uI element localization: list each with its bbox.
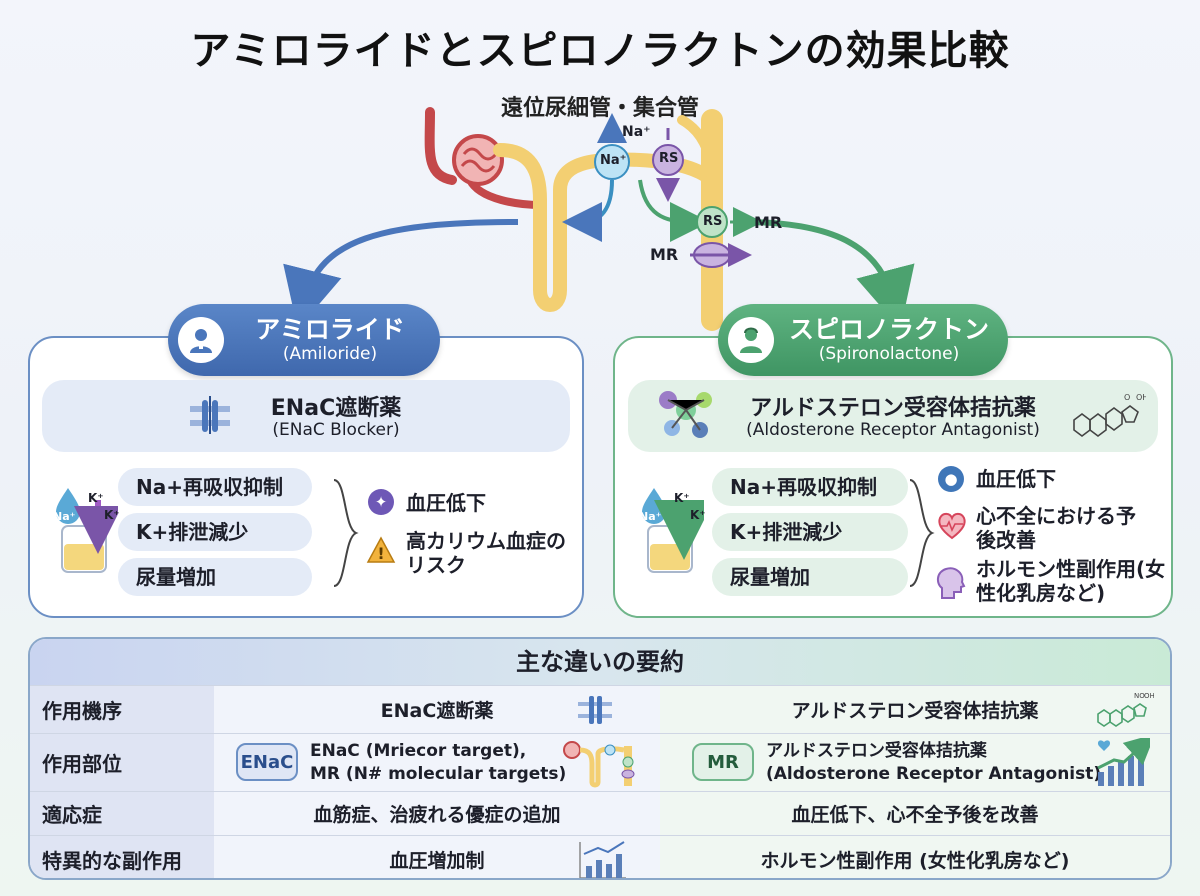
table-row: 適応症 血筋症、治疲れる優症の追加 血圧低下、心不全予後を改善 [30,791,1170,835]
rs-top-label: RS [659,151,679,166]
spironolactone-result-2: 心不全における予後改善 [976,504,1136,552]
spironolactone-site-line2: (Aldosterone Receptor Antagonist) [766,764,1102,784]
doctor-avatar-icon [178,317,224,363]
spironolactone-effect-3: 尿量増加 [712,558,908,596]
beaker-k1-label: K⁺ [88,491,104,505]
amiloride-site-line1: ENaC (Mriecor target), [310,741,527,761]
mr-tag: MR [692,743,754,781]
amiloride-cell: 血圧増加制 [214,836,660,878]
row-label: 作用機序 [30,686,214,733]
urine-beaker-icon [56,488,118,573]
beaker-na-label: Na⁺ [53,510,76,523]
bar-chart-icon [579,841,626,878]
beaker-right-k2-label: K⁺ [690,508,706,522]
row-label: 作用部位 [30,734,214,791]
table-row: 特異的な副作用 血圧増加制 ホルモン性副作用 (女性化乳房など) [30,835,1170,878]
mr-left-label: MR [650,245,679,264]
na-channel [594,144,630,180]
spironolactone-side-effect: ホルモン性副作用 (女性化乳房など) [760,849,1070,872]
spironolactone-result-1: 血圧低下 [976,467,1056,491]
head-profile-icon [936,567,966,599]
amiloride-name-en: (Amiloride) [282,344,378,364]
na-channel-label: Na⁺ [600,153,627,168]
amiloride-cell: ENaC遮断薬 [214,686,660,733]
improvement-chart-icon [1097,738,1150,786]
amiloride-side-effect: 血圧増加制 [389,849,485,872]
heart-icon [938,512,966,540]
artery [424,107,457,185]
enac-tag: ENaC [236,743,298,781]
beaker-right-k1-label: K⁺ [674,491,690,505]
steroid-structure-icon: O OH [1073,393,1146,437]
amiloride-name: アミロライド [255,315,405,344]
spironolactone-header: スピロノラクトン (Spironolactone) [718,304,1008,376]
arrow-to-spironolactone [741,219,915,330]
bp-down-icon: ✦ [368,489,394,515]
svg-text:!: ! [377,544,384,563]
svg-text:O: O [1124,393,1130,402]
doctor-female-avatar-icon [728,317,774,363]
channel-small-icon [578,696,612,724]
brace-right-icon [909,479,935,587]
beaker-right-na-label: Na⁺ [639,510,662,523]
table-row: 作用部位 ENaC ENaC (Mriecor target), MR (N# … [30,733,1170,791]
spironolactone-cell: ホルモン性副作用 (女性化乳房など) [660,836,1170,878]
mr-right-label: MR [754,213,783,232]
nephron-small-icon [563,741,635,788]
spironolactone-class-box: アルドステロン受容体拮抗薬 (Aldosterone Receptor Anta… [628,380,1158,452]
amiloride-effect-3: 尿量増加 [118,558,312,596]
amiloride-result-2: 高カリウム血症のリスク [406,529,566,577]
summary-title: 主な違いの要約 [30,639,1170,685]
beaker-k2-label: K⁺ [104,508,120,522]
brace-icon [333,479,359,587]
amiloride-class-box: ENaC遮断薬 (ENaC Blocker) [42,380,570,452]
spironolactone-name-en: (Spironolactone) [818,344,960,364]
amiloride-site-line2: MR (N# molecular targets) [310,764,567,784]
amiloride-header: アミロライド (Amiloride) [168,304,440,376]
svg-text:NO: NO [1134,692,1145,700]
svg-text:OH: OH [1136,393,1146,402]
spironolactone-cell: アルドステロン受容体拮抗薬 [660,686,1170,733]
spironolactone-cell: 血圧低下、心不全予後を改善 [660,792,1170,835]
row-label: 適応症 [30,792,214,835]
amiloride-indication: 血筋症、治疲れる優症の追加 [313,804,561,826]
arrow-to-amiloride [283,219,519,330]
amiloride-effect-2: K+排泄減少 [118,513,312,551]
glomerulus [452,134,504,186]
na-ion-label: Na⁺ [622,124,651,140]
amiloride-result-1: 血圧低下 [406,491,486,515]
rs-mid-label: RS [703,214,723,229]
spironolactone-class: アルドステロン受容体拮抗薬 [750,396,1036,421]
svg-text:OH: OH [1144,692,1154,700]
spironolactone-indication: 血圧低下、心不全予後を改善 [791,804,1039,826]
amiloride-class-en: (ENaC Blocker) [272,420,400,440]
channel-icon [190,396,230,434]
warning-icon: ! [366,536,396,563]
spironolactone-class-en: (Aldosterone Receptor Antagonist) [746,420,1040,440]
spironolactone-name: スピロノラクトン [788,315,989,344]
amiloride-cell: 血筋症、治疲れる優症の追加 [214,792,660,835]
drop-icon: ● [938,466,964,492]
spironolactone-result-3: ホルモン性副作用(女性化乳房など) [976,557,1166,605]
urine-beaker-icon-right [642,488,704,573]
spironolactone-effect-2: K+排泄減少 [712,513,908,551]
page-title: アミロライドとスピロノラクトンの効果比較 [190,28,1010,74]
amiloride-mechanism: ENaC遮断薬 [380,700,494,722]
amiloride-effect-1: Na+再吸収抑制 [118,468,312,506]
receptor-molecule-icon [659,391,712,438]
spironolactone-mechanism: アルドステロン受容体拮抗薬 [791,700,1039,722]
rs-receptor-mid [696,206,728,238]
amiloride-class: ENaC遮断薬 [270,396,402,421]
spironolactone-effect-1: Na+再吸収抑制 [712,468,908,506]
row-label: 特異的な副作用 [30,836,214,878]
spironolactone-site-line1: アルドステロン受容体拮抗薬 [766,741,987,761]
